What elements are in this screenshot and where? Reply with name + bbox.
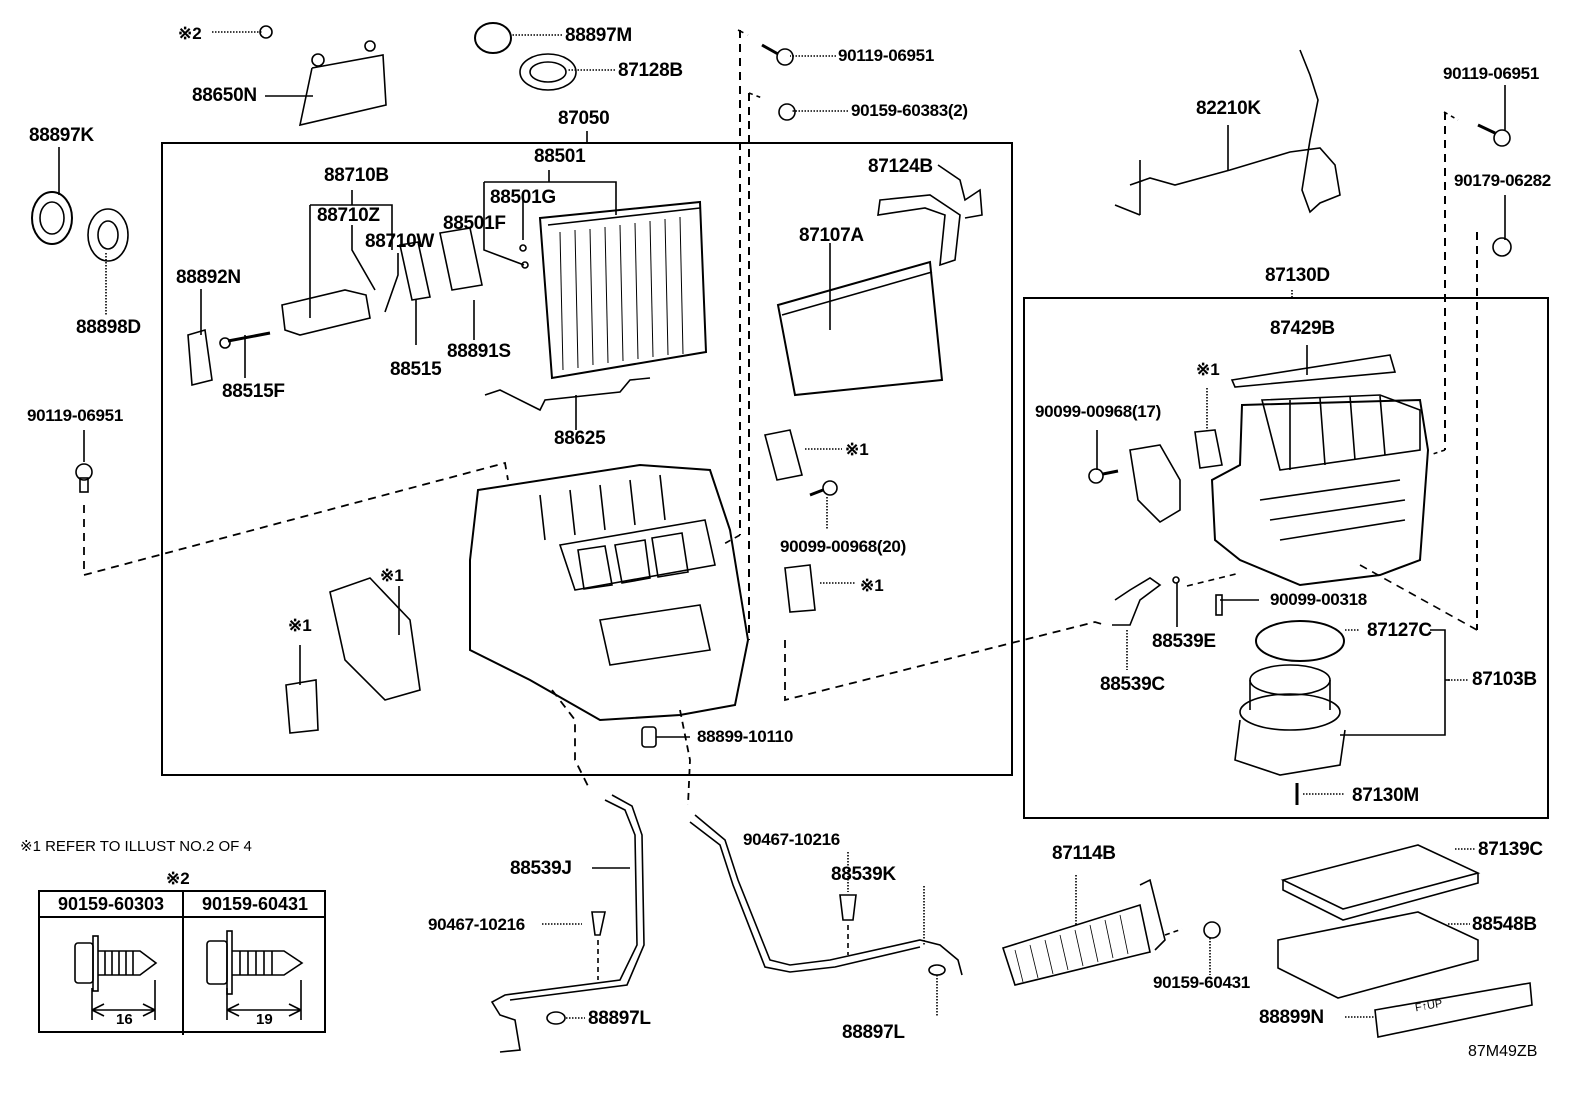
ref-note-1-marker: ※1: [1196, 360, 1220, 379]
part-label-90119-06951[interactable]: 90119-06951: [1443, 64, 1539, 83]
part-label-88501[interactable]: 88501: [534, 146, 586, 167]
part-label-87139C[interactable]: 87139C: [1478, 839, 1543, 860]
part-label-88710Z[interactable]: 88710Z: [317, 205, 380, 226]
part-label-90119-06951[interactable]: 90119-06951: [838, 46, 934, 65]
screw-part-number: 90159-60303: [40, 892, 184, 918]
part-label-87103B[interactable]: 87103B: [1472, 669, 1537, 690]
part-label-88539E[interactable]: 88539E: [1152, 631, 1216, 652]
part-label-90467-10216[interactable]: 90467-10216: [743, 830, 840, 849]
part-label-88501G[interactable]: 88501G: [490, 187, 556, 208]
part-label-90159-60431[interactable]: 90159-60431: [1153, 973, 1250, 992]
ref-note-1-marker: ※1: [860, 576, 884, 595]
part-label-88897L[interactable]: 88897L: [588, 1008, 651, 1029]
main-unit-frame: [161, 142, 1013, 776]
part-label-88501F[interactable]: 88501F: [443, 213, 506, 234]
part-label-90119-06951[interactable]: 90119-06951: [27, 406, 123, 425]
part-label-88539J[interactable]: 88539J: [510, 858, 572, 879]
ref-note-1-marker: ※1: [845, 440, 869, 459]
part-label-88891S[interactable]: 88891S: [447, 341, 511, 362]
part-label-88548B[interactable]: 88548B: [1472, 914, 1537, 935]
part-label-88897M[interactable]: 88897M: [565, 25, 632, 46]
ref-note-1-marker: ※1: [380, 566, 404, 585]
part-label-88515[interactable]: 88515: [390, 359, 442, 380]
ref-note-2-marker: ※2: [178, 24, 202, 43]
part-label-87128B[interactable]: 87128B: [618, 60, 683, 81]
blower-unit-frame: [1023, 297, 1549, 819]
screw-length: 19: [256, 1011, 273, 1028]
part-label-87107A[interactable]: 87107A: [799, 225, 864, 246]
part-label-88650N[interactable]: 88650N: [192, 85, 257, 106]
footnote-refer-illust: ※1 REFER TO ILLUST NO.2 OF 4: [20, 838, 252, 855]
part-label-88899N[interactable]: 88899N: [1259, 1007, 1324, 1028]
part-label-90099-00968-17[interactable]: 90099-00968(17): [1035, 402, 1161, 421]
part-label-82210K[interactable]: 82210K: [1196, 98, 1261, 119]
screw-length: 16: [116, 1011, 133, 1028]
screw-illustration-cell: 19: [184, 918, 326, 1035]
part-label-90179-06282[interactable]: 90179-06282: [1454, 171, 1551, 190]
part-label-90099-00968-20[interactable]: 90099-00968(20): [780, 537, 906, 556]
part-label-88515F[interactable]: 88515F: [222, 381, 285, 402]
part-label-88539K[interactable]: 88539K: [831, 864, 896, 885]
part-label-87429B[interactable]: 87429B: [1270, 318, 1335, 339]
part-label-88710B[interactable]: 88710B: [324, 165, 389, 186]
part-label-90159-60383[interactable]: 90159-60383(2): [851, 101, 968, 120]
part-label-88899-10110[interactable]: 88899-10110: [697, 727, 793, 746]
part-label-88539C[interactable]: 88539C: [1100, 674, 1165, 695]
part-label-88710W[interactable]: 88710W: [365, 231, 434, 252]
part-label-88898D[interactable]: 88898D: [76, 317, 141, 338]
screw-icon: [74, 935, 158, 1020]
part-label-90467-10216[interactable]: 90467-10216: [428, 915, 525, 934]
part-label-87050[interactable]: 87050: [558, 108, 610, 129]
part-label-88897L[interactable]: 88897L: [842, 1022, 905, 1043]
screw-part-number: 90159-60431: [184, 892, 326, 918]
part-label-87114B[interactable]: 87114B: [1052, 843, 1116, 864]
part-label-88892N[interactable]: 88892N: [176, 267, 241, 288]
ref-note-1-marker: ※1: [288, 616, 312, 635]
part-label-87127C[interactable]: 87127C: [1367, 620, 1432, 641]
screw-icon: [206, 930, 304, 1020]
screw-reference-table: 90159-60303 90159-60431 16: [38, 890, 326, 1035]
part-label-87124B[interactable]: 87124B: [868, 156, 933, 177]
part-label-87130M[interactable]: 87130M: [1352, 785, 1419, 806]
note-table-title: ※2: [166, 869, 190, 888]
part-label-90099-00318[interactable]: 90099-00318: [1270, 590, 1367, 609]
illustration-code: 87M49ZB: [1468, 1043, 1538, 1060]
part-label-87130D[interactable]: 87130D: [1265, 265, 1330, 286]
part-label-88625[interactable]: 88625: [554, 428, 606, 449]
part-label-88897K[interactable]: 88897K: [29, 125, 94, 146]
screw-illustration-cell: 16: [40, 918, 184, 1035]
